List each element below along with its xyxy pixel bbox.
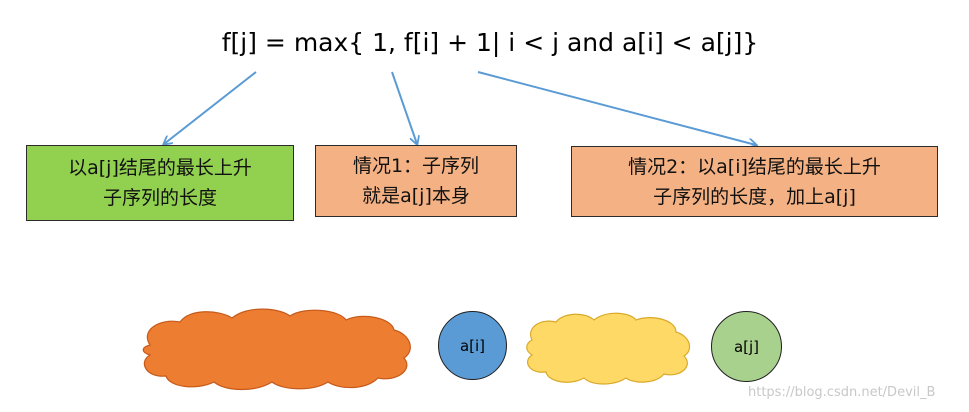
box3-line2: 子序列的长度，加上a[j] xyxy=(653,185,856,208)
orange-cloud xyxy=(142,308,411,391)
arrow-to-box1 xyxy=(164,71,257,144)
box2-line2: 就是a[j]本身 xyxy=(362,185,470,207)
box-case-2: 情况2：以a[i]结尾的最长上升 子序列的长度，加上a[j] xyxy=(571,146,938,217)
box1-line2: 子序列的长度 xyxy=(102,187,217,209)
yellow-cloud xyxy=(526,312,691,385)
arrow-to-box3 xyxy=(477,71,756,145)
box2-line1: 情况1：子序列 xyxy=(352,155,480,177)
box-longest-increasing-length: 以a[j]结尾的最长上升 子序列的长度 xyxy=(26,145,294,221)
formula: f[j] = max{ 1, f[i] + 1| i < j and a[i] … xyxy=(221,28,759,57)
circle-a-j: a[j] xyxy=(711,311,782,382)
arrow-to-box2 xyxy=(391,71,417,144)
circle-a-i: a[i] xyxy=(438,311,507,380)
box1-line1: 以a[j]结尾的最长上升 xyxy=(68,157,252,179)
box3-line1: 情况2：以a[i]结尾的最长上升 xyxy=(628,155,881,178)
circle-a-i-label: a[i] xyxy=(459,336,486,355)
circle-a-j-label: a[j] xyxy=(733,337,760,356)
watermark: https://blog.csdn.net/Devil_B xyxy=(748,385,936,400)
box-case-1: 情况1：子序列 就是a[j]本身 xyxy=(315,145,517,217)
